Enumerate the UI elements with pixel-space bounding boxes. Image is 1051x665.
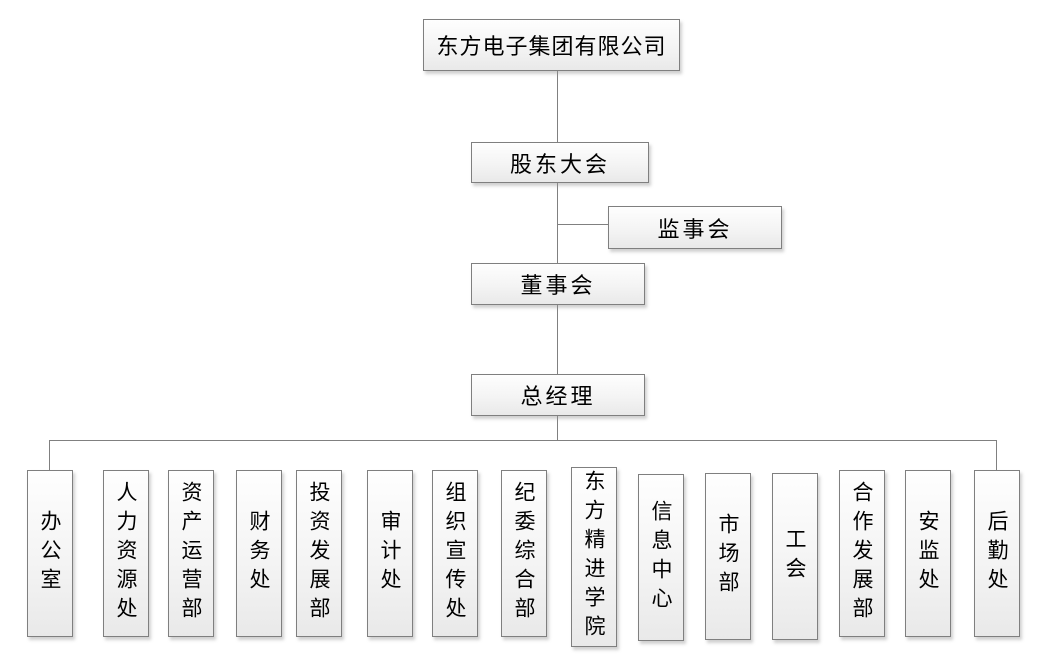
node-board-of-directors: 董事会 bbox=[471, 263, 645, 305]
node-department-cooperation-development: 合作发展部 bbox=[839, 470, 885, 637]
node-department-asset-operations: 资产运营部 bbox=[168, 470, 214, 637]
connector-branch-supervisory bbox=[557, 224, 608, 225]
node-department-safety-supervision: 安监处 bbox=[905, 470, 951, 637]
node-company: 东方电子集团有限公司 bbox=[423, 19, 680, 71]
connector-department-rail bbox=[49, 440, 997, 441]
connector-board-to-gm bbox=[557, 305, 558, 374]
connector-rail-drop-left bbox=[49, 440, 50, 470]
node-department-marketing: 市场部 bbox=[705, 473, 751, 640]
node-department-jingjin-academy: 东方精进学院 bbox=[571, 467, 617, 647]
connector-company-to-shareholders bbox=[557, 71, 558, 143]
connector-gm-to-rail bbox=[557, 416, 558, 440]
node-shareholders-meeting: 股东大会 bbox=[471, 142, 649, 183]
node-department-logistics: 后勤处 bbox=[974, 470, 1020, 637]
node-department-discipline-committee: 纪委综合部 bbox=[501, 470, 547, 637]
connector-rail-drop-right bbox=[996, 440, 997, 470]
node-department-audit: 审计处 bbox=[367, 470, 413, 637]
node-general-manager: 总经理 bbox=[471, 374, 645, 416]
node-department-organization-publicity: 组织宣传处 bbox=[432, 470, 478, 637]
node-department-finance: 财务处 bbox=[236, 470, 282, 637]
connector-shareholders-to-board bbox=[557, 183, 558, 263]
node-department-labor-union: 工会 bbox=[772, 473, 818, 640]
node-department-investment-development: 投资发展部 bbox=[296, 470, 342, 637]
node-supervisory-board: 监事会 bbox=[608, 206, 782, 249]
node-department-office: 办公室 bbox=[27, 470, 73, 637]
node-department-human-resources: 人力资源处 bbox=[103, 470, 149, 637]
node-department-information-center: 信息中心 bbox=[638, 474, 684, 641]
